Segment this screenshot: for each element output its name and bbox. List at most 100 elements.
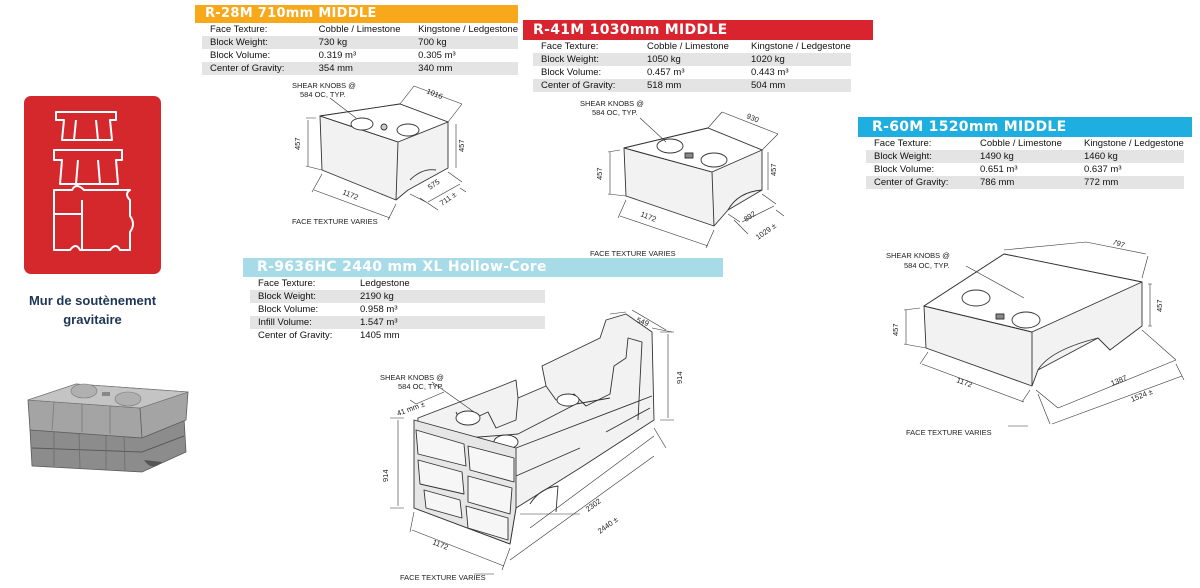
dim-depth-1: 1387 xyxy=(1109,373,1128,388)
spec-value: 340 mm xyxy=(410,62,518,75)
spec-label: Center of Gravity: xyxy=(533,79,639,92)
face-texture-label: FACE TEXTURE VARIES xyxy=(292,217,378,226)
shear-knobs-label-2: 584 OC, TYP. xyxy=(300,90,346,99)
dim-height-right: 914 xyxy=(675,371,684,384)
spec-title-r28m: R-28M 710mm MIDDLE xyxy=(195,5,518,23)
dim-height-left: 457 xyxy=(293,137,302,150)
dim-width: 549 xyxy=(635,315,650,328)
dim-length: 1172 xyxy=(955,375,973,389)
spec-value: 786 mm xyxy=(972,176,1076,189)
spec-r28m: R-28M 710mm MIDDLE Face Texture: Cobble /… xyxy=(195,5,518,75)
spec-value: Cobble / Limestone xyxy=(318,24,401,35)
spec-value: 700 kg xyxy=(410,36,518,49)
spec-r9636hc: R-9636HC 2440 mm XL Hollow-Core Face Tex… xyxy=(243,258,723,342)
dim-length: 1172 xyxy=(431,538,449,552)
dim-width: 797 xyxy=(1111,240,1126,250)
diagram-r60m: SHEAR KNOBS @ 584 OC, TYP. 797 457 457 1… xyxy=(886,240,1185,437)
dim-width: 1016 xyxy=(425,87,444,102)
spec-value: 772 mm xyxy=(1076,176,1184,189)
logo-tile xyxy=(24,96,161,274)
spec-value: 518 mm xyxy=(639,79,743,92)
spec-value: 1020 kg xyxy=(743,53,851,66)
spec-table-r41m: Face Texture: Cobble / Limestone Kingstone… xyxy=(533,40,851,92)
face-texture-label: FACE TEXTURE VARIES xyxy=(906,428,992,437)
spec-label: Block Weight: xyxy=(250,290,352,303)
face-texture-label: FACE TEXTURE VARIES xyxy=(590,249,676,258)
spec-label: Block Volume: xyxy=(210,50,271,61)
dim-length: 1172 xyxy=(639,210,657,224)
dim-height-right: 457 xyxy=(769,163,778,176)
block-photo xyxy=(27,383,189,473)
dim-wall: 41 mm ± xyxy=(396,399,426,417)
spec-label: Block Volume: xyxy=(541,67,602,78)
spec-value: 504 mm xyxy=(743,79,851,92)
dim-height-left: 914 xyxy=(381,469,390,482)
dim-height-right: 457 xyxy=(457,139,466,152)
spec-label: Block Volume: xyxy=(874,164,935,175)
spec-label: Face Texture: xyxy=(258,278,316,289)
dim-height-left: 457 xyxy=(891,323,900,336)
spec-title-r41m: R-41M 1030mm MIDDLE xyxy=(523,20,873,40)
dim-depth-2: 2440 ± xyxy=(596,515,620,536)
spec-value: 1.547 m³ xyxy=(352,316,545,329)
shear-knobs-label: SHEAR KNOBS @ xyxy=(380,373,444,382)
face-texture-label: FACE TEXTURE VARIES xyxy=(400,573,486,582)
spec-value: Kingstone / Ledgestone xyxy=(751,41,851,52)
spec-label: Center of Gravity: xyxy=(258,330,333,341)
shear-knobs-label-2: 584 OC, TYP. xyxy=(592,108,638,117)
caption-line-1: Mur de soutènement xyxy=(28,293,157,308)
spec-value: 1490 kg xyxy=(972,150,1076,163)
spec-label: Infill Volume: xyxy=(250,316,352,329)
dim-height-left: 457 xyxy=(595,167,604,180)
shear-knobs-label: SHEAR KNOBS @ xyxy=(886,251,950,260)
spec-label: Face Texture: xyxy=(210,24,268,35)
spec-value: 730 kg xyxy=(310,36,411,49)
dim-length: 1172 xyxy=(341,188,359,202)
spec-r60m: R-60M 1520mm MIDDLE Face Texture:Cobble … xyxy=(858,117,1192,189)
dim-height-right: 457 xyxy=(1155,299,1164,312)
shear-knobs-label: SHEAR KNOBS @ xyxy=(292,82,356,90)
spec-label: Block Weight: xyxy=(533,53,639,66)
spec-value: 0.958 m³ xyxy=(360,304,398,315)
spec-value: 0.319 m³ xyxy=(318,50,357,61)
dim-depth-1: 2302 xyxy=(584,497,603,514)
spec-value: Ledgestone xyxy=(360,278,410,289)
spec-value: 0.305 m³ xyxy=(418,50,456,61)
spec-value: Kingstone / Ledgestone xyxy=(418,24,518,35)
spec-label: Center of Gravity: xyxy=(866,176,972,189)
shear-knobs-label: SHEAR KNOBS @ xyxy=(580,100,644,108)
spec-value: Kingstone / Ledgestone xyxy=(1084,138,1184,149)
shear-knobs-label-2: 584 OC, TYP. xyxy=(904,261,950,270)
spec-title-r60m: R-60M 1520mm MIDDLE xyxy=(858,117,1192,137)
dim-depth-2: 1029 ± xyxy=(754,221,778,242)
spec-value: 2190 kg xyxy=(352,290,545,303)
spec-title-r9636hc: R-9636HC 2440 mm XL Hollow-Core xyxy=(243,258,723,277)
spec-value: 1460 kg xyxy=(1076,150,1184,163)
spec-value: 0.651 m³ xyxy=(980,164,1018,175)
caption: Mur de soutènement gravitaire xyxy=(0,291,185,329)
spec-value: 0.637 m³ xyxy=(1084,164,1122,175)
shear-knobs-label-2: 584 OC, TYP. xyxy=(398,382,444,391)
spec-r41m: R-41M 1030mm MIDDLE Face Texture: Cobble … xyxy=(523,20,873,92)
spec-label: Center of Gravity: xyxy=(202,62,311,75)
spec-value: 0.443 m³ xyxy=(751,67,789,78)
spec-label: Block Weight: xyxy=(866,150,972,163)
diagram-r28m: SHEAR KNOBS @ 584 OC, TYP. 1016 457 457 … xyxy=(292,82,467,226)
spec-value: 1405 mm xyxy=(360,330,400,341)
spec-value: 1050 kg xyxy=(639,53,743,66)
spec-label: Face Texture: xyxy=(874,138,932,149)
dim-depth-2: 1524 ± xyxy=(1129,387,1154,404)
spec-label: Block Weight: xyxy=(202,36,311,49)
spec-value: 354 mm xyxy=(310,62,411,75)
spec-value: Cobble / Limestone xyxy=(647,41,729,52)
spec-label: Face Texture: xyxy=(541,41,599,52)
diagram-r41m: SHEAR KNOBS @ 584 OC, TYP. 930 457 457 1… xyxy=(580,100,785,258)
dim-depth-2: 711 ± xyxy=(438,190,458,208)
stacked-blocks-icon xyxy=(53,111,134,251)
dim-width: 930 xyxy=(745,112,760,125)
caption-line-2: gravitaire xyxy=(63,312,122,327)
spec-label: Block Volume: xyxy=(258,304,319,315)
dim-depth-1: 892 xyxy=(742,209,757,224)
spec-table-r28m: Face Texture: Cobble / Limestone Kingstone… xyxy=(202,23,518,75)
